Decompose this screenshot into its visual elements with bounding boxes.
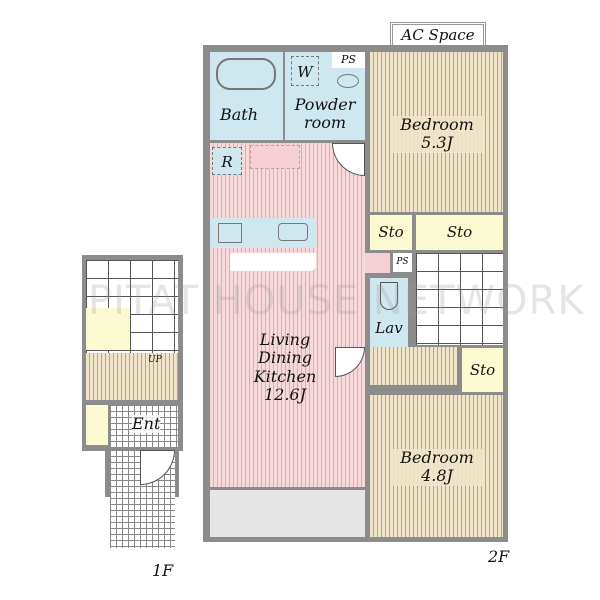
living-dining-kitchen: R Living Dining Kitchen 12.6J	[210, 143, 365, 487]
watermark: PITAT HOUSE NETWORK	[88, 278, 585, 324]
pink-alcove	[365, 253, 390, 273]
ldk-size: 12.6J	[263, 385, 307, 405]
powder-label-line2: room	[303, 113, 347, 133]
powder-room-label: Powder room	[285, 95, 365, 133]
storage-a: Sto	[370, 215, 412, 250]
bathtub-icon	[216, 58, 276, 90]
kitchen-passage	[230, 253, 316, 271]
storage-1f-a	[86, 308, 130, 350]
hallway-1f: UP	[86, 353, 178, 400]
up-label: UP	[148, 355, 162, 365]
ldk-line3: Kitchen	[253, 366, 317, 386]
ent-label: Ent	[132, 414, 161, 434]
bedroom-a-name: Bedroom	[392, 115, 482, 135]
storage-c: Sto	[462, 348, 503, 392]
bath-room: Bath	[210, 52, 283, 140]
kitchen-counter	[210, 218, 315, 248]
toilet-icon	[380, 282, 398, 310]
ac-space-label: AC Space	[401, 26, 475, 44]
lav-label: Lav	[375, 319, 403, 337]
floor-1f-label: 1F	[152, 561, 174, 580]
ps-label-mid: PS	[393, 253, 412, 272]
ldk-line1: Living	[259, 330, 311, 349]
bedroom-5-3j: Bedroom 5.3J	[370, 52, 503, 212]
balcony	[210, 490, 365, 537]
ldk-label: Living Dining Kitchen 12.6J	[240, 330, 330, 405]
powder-room: W PS Powder room	[285, 52, 365, 140]
bedroom-b-size: 4.8J	[392, 466, 482, 486]
ps-label-top: PS	[332, 52, 365, 68]
entrance: Ent	[110, 405, 178, 447]
bedroom-4-8j: Bedroom 4.8J	[370, 395, 503, 537]
bedroom-b-label: Bedroom 4.8J	[392, 448, 482, 486]
counter-space	[250, 145, 300, 169]
bedroom-a-size: 5.3J	[392, 133, 482, 153]
floor-2f-label: 2F	[488, 547, 510, 566]
kitchen-sink-icon	[278, 223, 308, 241]
bath-label: Bath	[219, 105, 259, 124]
washer-label: W	[291, 56, 319, 86]
stairs-2f	[416, 253, 503, 345]
stove-icon	[218, 223, 242, 243]
refrigerator-label: R	[212, 147, 242, 175]
storage-b: Sto	[416, 215, 503, 250]
hallway-2f	[370, 347, 457, 385]
storage-1f-b	[86, 405, 108, 445]
lavatory: Lav	[370, 278, 408, 347]
sink-icon	[337, 74, 359, 88]
powder-label-line1: Powder	[294, 95, 356, 114]
bedroom-b-name: Bedroom	[392, 448, 482, 468]
bedroom-a-label: Bedroom 5.3J	[392, 115, 482, 153]
ldk-line2: Dining	[258, 348, 312, 368]
